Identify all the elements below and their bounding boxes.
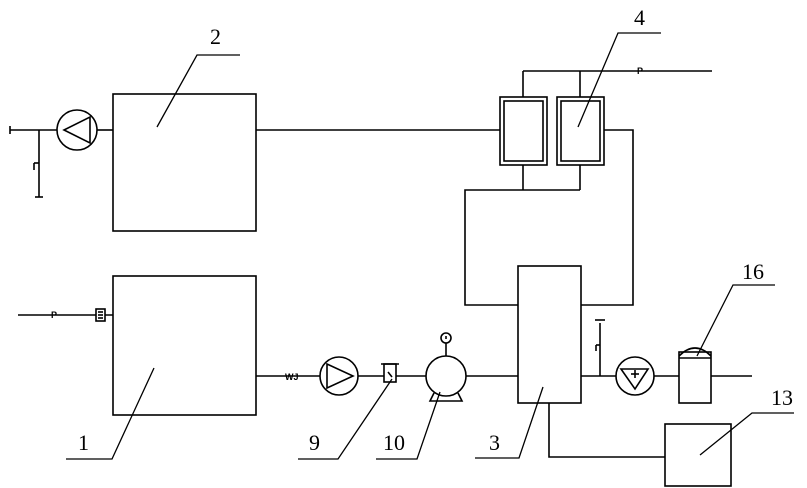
filter-4-right xyxy=(556,96,605,166)
pump-icon-lower xyxy=(319,356,359,396)
tank-1 xyxy=(112,275,257,416)
leader-4 xyxy=(577,32,661,128)
tag-left-p: P xyxy=(51,310,57,320)
label-16: 16 xyxy=(742,259,764,284)
pump-icon-top xyxy=(56,109,98,151)
vent-valve xyxy=(595,319,605,376)
tank3-to-tank13-line xyxy=(548,403,665,458)
vessel-16 xyxy=(678,347,712,404)
tag-top-right-p: P xyxy=(637,66,643,76)
leader-2 xyxy=(156,54,240,128)
tank-3 xyxy=(517,265,582,404)
tank-13 xyxy=(664,423,732,487)
filter-to-tank3-right-line xyxy=(581,129,634,306)
pump-icon-right xyxy=(615,356,655,396)
label-3: 3 xyxy=(489,430,500,455)
leader-10 xyxy=(376,391,441,460)
label-4: 4 xyxy=(634,5,645,30)
leader-9 xyxy=(298,378,393,460)
label-2: 2 xyxy=(210,24,221,49)
leader-3 xyxy=(475,386,544,459)
metering-pump-10 xyxy=(425,332,467,402)
label-9: 9 xyxy=(309,430,320,455)
leader-13 xyxy=(699,412,794,456)
label-1: 1 xyxy=(78,430,89,455)
tank-2 xyxy=(112,93,257,232)
tag-vent: WJ xyxy=(285,372,299,382)
leader-1 xyxy=(66,367,155,460)
leader-16 xyxy=(696,284,775,357)
inline-filter-9 xyxy=(381,363,399,383)
filter-to-tank3-left-line xyxy=(464,189,523,306)
label-10: 10 xyxy=(383,430,405,455)
filter-4-left xyxy=(499,96,548,166)
label-13: 13 xyxy=(771,385,793,410)
